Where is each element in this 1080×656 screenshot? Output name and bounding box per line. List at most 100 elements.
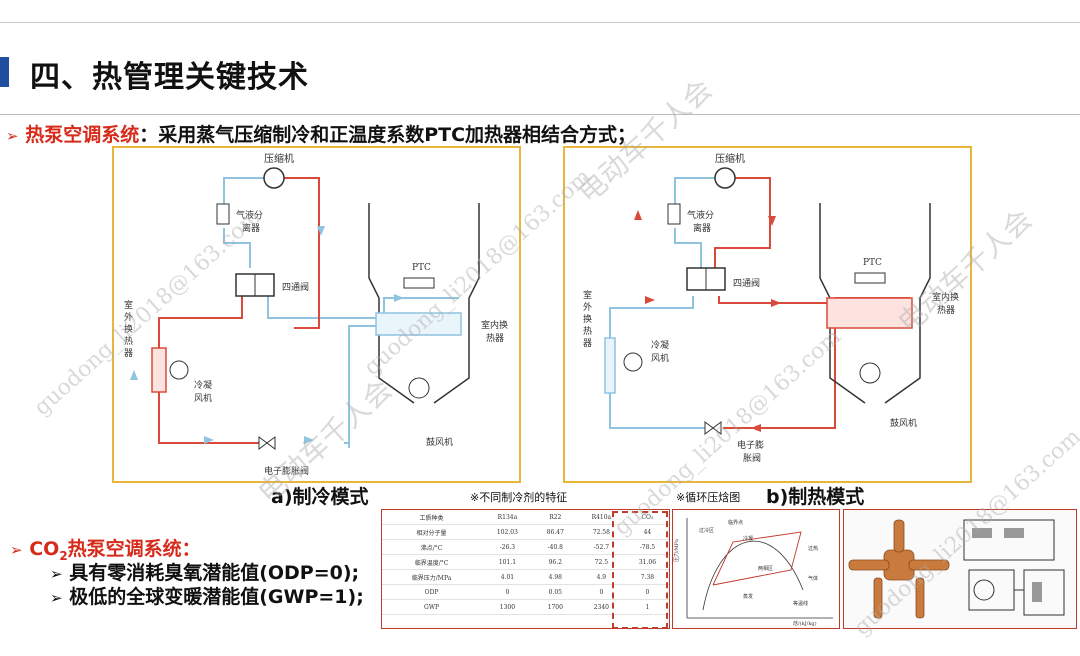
table-cell: ODP — [382, 584, 482, 600]
ph-label: 两相区 — [758, 565, 773, 572]
svg-text:热器: 热器 — [486, 332, 504, 344]
table-cell: 1300 — [481, 599, 534, 615]
co2-item-2-text: 极低的全球变暖潜能值(GWP=1); — [69, 586, 364, 608]
bullet-arrow-icon: ➢ — [6, 127, 19, 145]
ph-xlabel: 焓/(kJ/kg) — [793, 620, 817, 627]
table-header-row: 工质种类 R134a R22 R410a CO₂ — [382, 510, 669, 525]
table-cell: -26.3 — [481, 539, 534, 555]
co2-column-highlight — [612, 511, 668, 629]
svg-text:离器: 离器 — [242, 222, 260, 234]
four-way-valve-label: 四通阀 — [733, 278, 760, 289]
svg-text:热: 热 — [583, 325, 592, 337]
svg-text:换: 换 — [124, 323, 133, 335]
ph-label: 冷凝 — [743, 535, 753, 542]
four-way-valve-label: 四通阀 — [282, 282, 309, 293]
refrigerant-table-caption: ※不同制冷剂的特征 — [470, 491, 568, 504]
top-rule — [0, 22, 1080, 23]
table-cell: 0.05 — [533, 584, 577, 600]
indoor-hx-icon — [826, 297, 913, 329]
svg-text:风机: 风机 — [651, 352, 669, 364]
table-cell: 临界温度/°C — [382, 554, 482, 570]
svg-text:热: 热 — [124, 335, 133, 347]
condenser-fan-icon — [623, 352, 643, 372]
ph-chart: 压力/MPa 焓/(kJ/kg) 过冷区 冷凝 蒸发 两相区 过热 气体 临界点… — [672, 509, 840, 629]
co2-item-1: ➢ 具有零消耗臭氧潜能值(ODP=0); — [50, 558, 359, 585]
co2-item-2: ➢ 极低的全球变暖潜能值(GWP=1); — [50, 582, 364, 609]
ph-label: 临界点 — [728, 519, 743, 526]
valve-photo — [843, 509, 1077, 629]
ph-label: 过热 — [808, 545, 818, 552]
svg-text:热器: 热器 — [937, 304, 955, 316]
page-title: 四、热管理关键技术 — [30, 60, 309, 95]
table-cell: 44 — [625, 524, 669, 540]
svg-text:风机: 风机 — [194, 392, 212, 404]
table-cell: GWP — [382, 599, 482, 615]
svg-text:换: 换 — [583, 313, 592, 325]
co2-heading: ➢ CO2热泵空调系统： — [10, 534, 201, 563]
compressor-icon — [714, 167, 736, 189]
expansion-valve-icon — [704, 421, 714, 435]
ph-label: 等温线 — [793, 600, 808, 607]
svg-text:气液分: 气液分 — [236, 209, 263, 221]
cooling-diagram-panel: 压缩机 气液分 离器 四通阀 PTC 室内换 热器 鼓风机 室 外 换 热 器 … — [112, 146, 521, 483]
table-cell: 101.1 — [481, 554, 534, 570]
heating-diagram: 压缩机 气液分 离器 四通阀 PTC 室内换 热器 鼓风机 室 外 换 热 器 … — [583, 152, 959, 464]
ph-label: 蒸发 — [743, 593, 753, 600]
table-cell: 0 — [625, 584, 669, 600]
co2-subscript: 2 — [59, 548, 68, 563]
cycle-path — [712, 531, 802, 586]
table-cell: 1700 — [533, 599, 577, 615]
condenser-fan-icon — [169, 360, 189, 380]
table-cell: 96.2 — [533, 554, 577, 570]
table-cell: 31.06 — [625, 554, 669, 570]
table-header-cell: 工质种类 — [382, 510, 482, 525]
ph-chart-svg: 压力/MPa 焓/(kJ/kg) 过冷区 冷凝 蒸发 两相区 过热 气体 临界点… — [673, 518, 833, 627]
table-cell: 4.98 — [533, 569, 577, 585]
separator-icon — [216, 203, 230, 225]
heating-caption: b)制热模式 — [766, 486, 865, 508]
ptc-label: PTC — [412, 263, 431, 273]
ph-chart-caption: ※循环压焓图 — [676, 491, 741, 504]
table-cell: 7.38 — [625, 569, 669, 585]
expansion-valve-icon — [258, 436, 268, 450]
svg-text:外: 外 — [583, 301, 592, 313]
co2-item-1-text: 具有零消耗臭氧潜能值(ODP=0); — [69, 562, 360, 584]
ptc-heater-icon — [854, 272, 886, 284]
svg-text:室: 室 — [583, 289, 592, 301]
compressor-label: 压缩机 — [715, 152, 745, 165]
svg-text:器: 器 — [124, 348, 133, 359]
table-cell: 102.03 — [481, 524, 534, 540]
blower-icon — [408, 377, 430, 399]
svg-text:冷凝: 冷凝 — [194, 379, 212, 391]
svg-text:器: 器 — [583, 338, 592, 349]
heat-pump-line: ➢ 热泵空调系统：采用蒸气压缩制冷和正温度系数PTC加热器相结合方式； — [6, 120, 636, 147]
separator-icon — [667, 203, 681, 225]
table-cell: 0 — [481, 584, 534, 600]
svg-text:冷凝: 冷凝 — [651, 339, 669, 351]
table-header-cell: CO₂ — [625, 510, 669, 525]
compressor-icon — [263, 167, 285, 189]
valve-photo-svg — [844, 510, 1076, 628]
svg-text:室: 室 — [124, 299, 133, 311]
svg-text:室内换: 室内换 — [932, 291, 959, 303]
cooling-diagram: 压缩机 气液分 离器 四通阀 PTC 室内换 热器 鼓风机 室 外 换 热 器 … — [124, 152, 508, 477]
ptc-heater-icon — [403, 277, 435, 289]
heating-diagram-panel: 压缩机 气液分 离器 四通阀 PTC 室内换 热器 鼓风机 室 外 换 热 器 … — [563, 146, 972, 483]
blower-label: 鼓风机 — [890, 417, 917, 429]
compressor-label: 压缩机 — [264, 152, 294, 165]
table-cell: 86.47 — [533, 524, 577, 540]
cooling-caption: a)制冷模式 — [271, 486, 369, 508]
saturation-dome — [702, 540, 804, 611]
svg-text:外: 外 — [124, 311, 133, 323]
table-cell: 4.01 — [481, 569, 534, 585]
bullet-arrow-icon: ➢ — [50, 589, 63, 607]
svg-text:胀阀: 胀阀 — [743, 453, 761, 464]
expansion-valve-label: 电子膨胀阀 — [264, 465, 309, 477]
heat-pump-label: 热泵空调系统 — [25, 124, 140, 146]
table-header-cell: R134a — [481, 510, 534, 525]
ptc-label: PTC — [863, 258, 882, 268]
